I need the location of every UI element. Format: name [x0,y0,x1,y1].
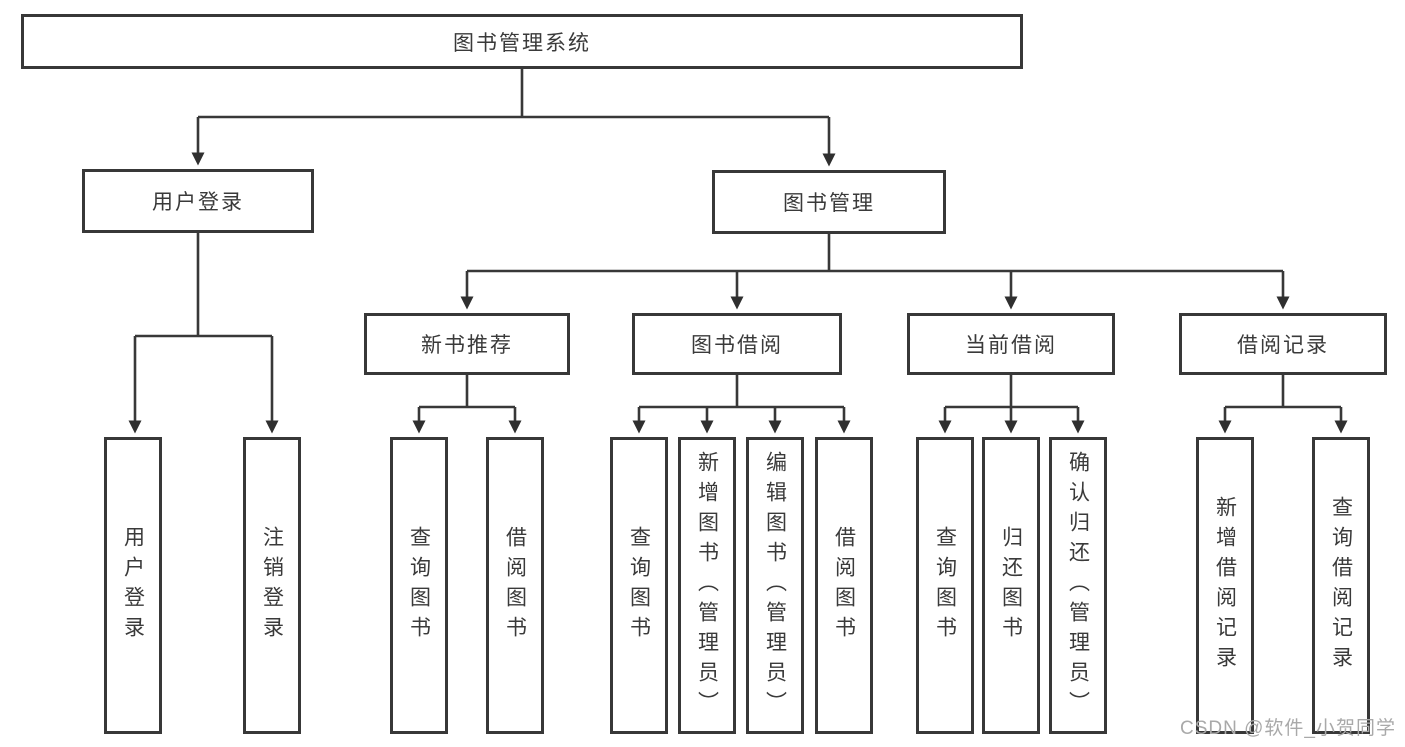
node-label: 借阅记录 [1237,334,1329,357]
node-label: 新书推荐 [421,334,513,357]
node-current-borrow: 当前借阅 [907,313,1115,375]
leaf-label: 归还图书 [999,525,1023,646]
leaf-label: 注销登录 [260,525,284,646]
leaf-add-book-admin: 新增图书（管理员） [678,437,736,734]
leaf-label: 借阅图书 [832,525,856,646]
leaf-query-books-borrow: 查询图书 [610,437,668,734]
connector-trunks [135,69,1341,409]
leaf-return-book: 归还图书 [982,437,1040,734]
leaf-label: 查询借阅记录 [1329,495,1353,676]
node-book-borrow: 图书借阅 [632,313,842,375]
leaf-label: 编辑图书（管理员） [763,450,787,721]
node-borrow-records: 借阅记录 [1179,313,1387,375]
leaf-confirm-return-admin: 确认归还（管理员） [1049,437,1107,734]
leaf-add-borrow-record: 新增借阅记录 [1196,437,1254,734]
leaf-label: 确认归还（管理员） [1066,450,1090,721]
node-label: 图书管理 [783,192,875,215]
leaf-user-login: 用户登录 [104,437,162,734]
node-label: 当前借阅 [965,334,1057,357]
leaf-label: 查询图书 [407,525,431,646]
leaf-label: 查询图书 [627,525,651,646]
leaf-label: 新增借阅记录 [1213,495,1237,676]
leaf-borrow-books: 借阅图书 [815,437,873,734]
leaf-label: 查询图书 [933,525,957,646]
leaf-logout: 注销登录 [243,437,301,734]
leaf-query-borrow-record: 查询借阅记录 [1312,437,1370,734]
node-label: 图书借阅 [691,334,783,357]
leaf-borrow-books-recommend: 借阅图书 [486,437,544,734]
connector-arrows [128,117,1348,434]
node-label: 图书管理系统 [453,31,591,55]
node-user-login-branch: 用户登录 [82,169,314,233]
node-library-management-system: 图书管理系统 [21,14,1023,69]
leaf-label: 用户登录 [121,525,145,646]
csdn-watermark: CSDN @软件_小贺同学 [1180,718,1396,739]
node-book-management: 图书管理 [712,170,946,234]
node-label: 用户登录 [152,191,244,214]
leaf-query-books-recommend: 查询图书 [390,437,448,734]
leaf-query-books-current: 查询图书 [916,437,974,734]
leaf-label: 新增图书（管理员） [695,450,719,721]
leaf-edit-book-admin: 编辑图书（管理员） [746,437,804,734]
node-new-book-recommend: 新书推荐 [364,313,570,375]
leaf-label: 借阅图书 [503,525,527,646]
